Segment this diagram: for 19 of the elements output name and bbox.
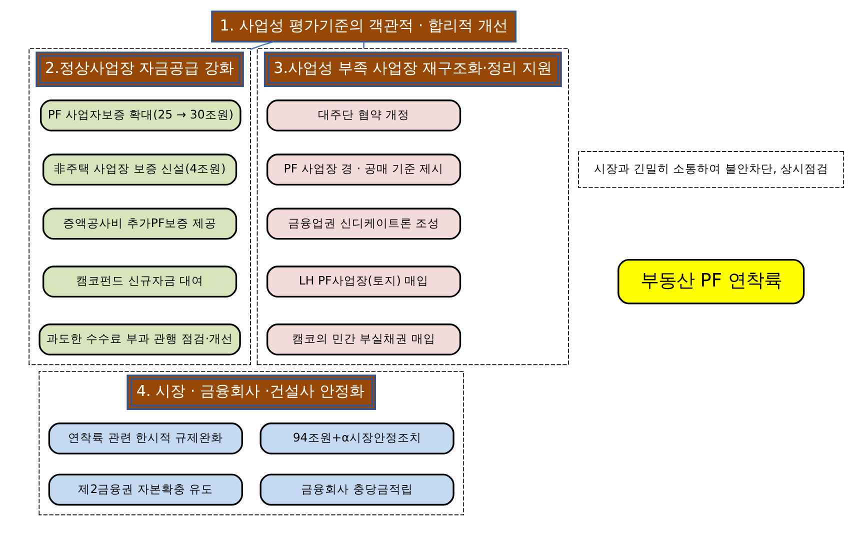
node-box: 금융회사 충당금적립 [260,474,454,506]
connector [250,41,274,50]
node-box: 캠코펀드 신규자금 대여 [42,266,238,298]
node-box: PF 사업자보증 확대(25 → 30조원) [40,100,242,132]
node-box: 부동산 PF 연착륙 [618,258,805,304]
node-box: 대주단 협약 개정 [266,100,462,132]
node-box: 연착륙 관련 한시적 규제완화 [48,422,243,454]
node-box: 증액공사비 추가PF보증 제공 [42,208,238,240]
node-box: 금융업권 신디케이트론 조성 [266,208,462,240]
node-box: 과도한 수수료 부과 관행 점검·개선 [38,324,241,356]
node-box: 캠코의 민간 부실채권 매입 [266,324,462,356]
node-box: 非주택 사업장 보증 신설(4조원) [42,154,238,186]
node-box: 1. 사업성 평가기준의 객관적 · 합리적 개선 [211,10,516,43]
node-box: 94조원+α시장안정조치 [260,422,454,454]
node-box: 제2금융권 자본확충 유도 [48,474,243,506]
connector [363,42,364,48]
node-box: LH PF사업장(토지) 매입 [266,266,462,298]
node-box: 시장과 긴밀히 소통하여 불안차단, 상시점검 [578,151,844,188]
node-box: PF 사업장 경 · 공매 기준 제시 [266,154,462,186]
